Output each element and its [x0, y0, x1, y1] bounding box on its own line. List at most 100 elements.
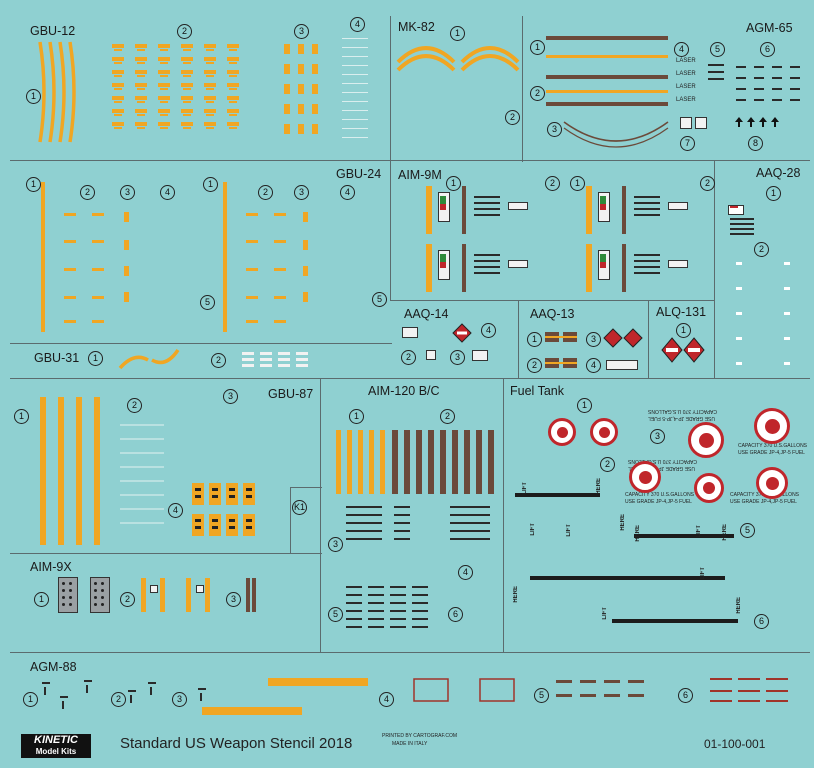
stencil-mark — [346, 506, 382, 508]
stencil-mark — [426, 244, 432, 292]
stencil-mark — [586, 186, 592, 234]
stencil-mark — [229, 88, 237, 90]
fuel-target-center — [764, 418, 780, 434]
stencil-mark — [114, 88, 122, 90]
stencil-mark — [346, 626, 362, 628]
stencil-mark — [426, 186, 432, 234]
lift-bar — [530, 576, 725, 580]
callout-number: 6 — [760, 42, 775, 57]
alq131-red-diamonds — [661, 337, 705, 363]
stencil-mark — [120, 522, 164, 524]
stencil-dot — [69, 603, 72, 606]
stencil-mark — [766, 690, 788, 692]
kinetic-logo: KINETIC Model Kits — [21, 734, 91, 758]
stencil-mark — [580, 694, 596, 697]
stencil-mark — [428, 430, 434, 494]
callout-number: 2 — [258, 185, 273, 200]
aaq14-placard — [472, 350, 488, 361]
divider — [522, 16, 523, 162]
gbu12-arc-stripes — [38, 41, 76, 143]
stencil-mark — [600, 254, 606, 262]
stencil-mark — [242, 364, 254, 367]
stencil-mark — [390, 586, 406, 588]
stencil-mark — [229, 495, 235, 498]
stencil-mark — [62, 701, 64, 709]
stencil-mark — [368, 610, 384, 612]
stencil-mark — [206, 88, 214, 90]
stencil-mark — [192, 514, 204, 536]
stencil-mark — [342, 56, 368, 57]
stencil-mark — [634, 260, 660, 262]
stencil-mark — [474, 214, 500, 216]
stencil-placard — [508, 202, 528, 210]
callout-number: 1 — [203, 177, 218, 192]
divider — [290, 487, 322, 488]
stencil-mark — [246, 495, 252, 498]
stencil-mark — [738, 678, 760, 680]
callout-number: 1 — [570, 176, 585, 191]
stencil-mark — [246, 268, 258, 271]
lift-here-text: LIFT — [522, 482, 528, 495]
stencil-mark — [346, 610, 362, 612]
callout-number: 4 — [350, 17, 365, 32]
aim9x-band — [205, 578, 210, 612]
agm88-band — [268, 678, 368, 686]
stencil-mark — [730, 233, 754, 235]
stencil-mark — [274, 320, 286, 323]
stencil-mark — [394, 530, 410, 532]
stencil-mark — [227, 122, 239, 126]
stencil-mark — [736, 262, 742, 265]
stencil-mark — [158, 70, 170, 74]
callout-number: 2 — [527, 358, 542, 373]
aaq28-red-mark — [730, 206, 738, 208]
callout-number: 2 — [440, 409, 455, 424]
stencil-mark — [92, 296, 104, 299]
stencil-mark — [120, 494, 164, 496]
stencil-mark — [112, 70, 124, 74]
stencil-mark — [160, 114, 168, 116]
stencil-mark — [342, 38, 368, 39]
stencil-mark — [114, 62, 122, 64]
stencil-mark — [135, 83, 147, 87]
stencil-mark — [204, 57, 216, 61]
stencil-mark — [278, 358, 290, 361]
stencil-mark — [784, 362, 790, 365]
stencil-mark — [181, 96, 193, 100]
stencil-mark — [296, 358, 308, 361]
stencil-mark — [183, 62, 191, 64]
stencil-mark — [556, 680, 572, 683]
stencil-dot — [94, 582, 97, 585]
agm65-arrows — [735, 117, 779, 127]
stencil-mark — [622, 244, 626, 292]
stencil-mark — [298, 44, 304, 54]
stencil-mark — [440, 430, 446, 494]
stencil-mark — [181, 70, 193, 74]
stencil-mark — [284, 84, 290, 94]
stencil-mark — [158, 83, 170, 87]
stencil-mark — [124, 292, 129, 302]
agm65-brown-band — [546, 102, 668, 106]
stencil-mark — [474, 196, 500, 198]
stencil-mark — [227, 109, 239, 113]
stencil-mark — [754, 66, 764, 68]
stencil-dot — [69, 582, 72, 585]
stencil-mark — [158, 96, 170, 100]
stencil-mark — [137, 114, 145, 116]
aaq14-placard — [426, 350, 436, 360]
stencil-mark — [242, 352, 254, 355]
stencil-mark — [296, 352, 308, 355]
section-title-agm88: AGM-88 — [30, 660, 77, 674]
lift-here-text: LIFT — [700, 567, 706, 580]
stencil-mark — [284, 44, 290, 54]
callout-number: 2 — [545, 176, 560, 191]
stencil-mark — [790, 88, 800, 90]
lift-here-text: LIFT — [602, 607, 608, 620]
lift-bar — [634, 534, 734, 538]
gbu31-swirl — [118, 348, 180, 370]
stencil-mark — [114, 114, 122, 116]
agm88-red-brackets — [413, 678, 515, 702]
stencil-mark — [227, 83, 239, 87]
stencil-mark — [474, 272, 500, 274]
stencil-mark — [246, 320, 258, 323]
